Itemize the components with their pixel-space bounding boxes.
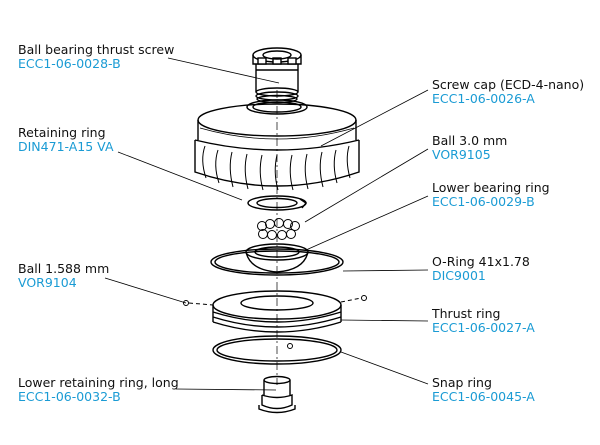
part-number: ECC1-06-0032-B [18, 389, 121, 404]
screw-cap-part [194, 99, 360, 191]
part-name: Screw cap (ECD-4-nano) [432, 77, 585, 92]
part-name: Thrust ring [432, 306, 501, 321]
label-ball-3: Ball 3.0 mm VOR9105 [432, 134, 507, 162]
balls-3mm-part [257, 218, 300, 240]
leader-ball-3 [304, 148, 429, 223]
leader-ball-1588 [104, 277, 187, 304]
part-number: VOR9104 [18, 275, 77, 290]
part-name: Ball 1.588 mm [18, 261, 110, 276]
part-name: Ball bearing thrust screw [18, 42, 175, 57]
label-thrust-screw: Ball bearing thrust screw ECC1-06-0028-B [18, 43, 174, 71]
retaining-ring-part [247, 195, 308, 211]
label-screw-cap: Screw cap (ECD-4-nano) ECC1-06-0026-A [432, 78, 584, 106]
lower-retaining-ring-part [258, 375, 296, 414]
part-name: Retaining ring [18, 125, 106, 140]
leader-snap-ring [340, 351, 429, 385]
part-name: Lower retaining ring, long [18, 375, 179, 390]
leader-o-ring [342, 269, 429, 272]
thrust-ring-part [212, 290, 342, 333]
leader-lines [104, 57, 429, 391]
leader-lower-bearing-ring [305, 195, 429, 251]
part-name: Ball 3.0 mm [432, 133, 508, 148]
label-retaining-ring: Retaining ring DIN471-A15 VA [18, 126, 114, 154]
leader-retaining-ring [117, 151, 243, 201]
part-number: ECC1-06-0045-A [432, 389, 535, 404]
label-snap-ring: Snap ring ECC1-06-0045-A [432, 376, 535, 404]
part-number: DIN471-A15 VA [18, 139, 114, 154]
label-o-ring: O-Ring 41x1.78 DIC9001 [432, 255, 530, 283]
snap-ring-part [212, 335, 342, 365]
part-number: ECC1-06-0027-A [432, 320, 535, 335]
part-number: DIC9001 [432, 268, 486, 283]
part-number: ECC1-06-0028-B [18, 56, 121, 71]
label-lower-bearing-ring: Lower bearing ring ECC1-06-0029-B [432, 181, 550, 209]
label-lower-retaining-ring: Lower retaining ring, long ECC1-06-0032-… [18, 376, 179, 404]
balls-1588-part [183, 295, 367, 349]
leader-thrust-screw [167, 57, 280, 84]
leader-screw-cap [320, 89, 429, 147]
part-number: VOR9105 [432, 147, 491, 162]
part-name: Snap ring [432, 375, 492, 390]
leader-lower-retaining-ring [175, 388, 277, 391]
label-thrust-ring: Thrust ring ECC1-06-0027-A [432, 307, 535, 335]
label-ball-1588: Ball 1.588 mm VOR9104 [18, 262, 109, 290]
part-name: O-Ring 41x1.78 [432, 254, 530, 269]
o-ring-part [210, 248, 344, 276]
leader-thrust-ring [340, 319, 429, 322]
part-name: Lower bearing ring [432, 180, 550, 195]
part-number: ECC1-06-0029-B [432, 194, 535, 209]
part-number: ECC1-06-0026-A [432, 91, 535, 106]
